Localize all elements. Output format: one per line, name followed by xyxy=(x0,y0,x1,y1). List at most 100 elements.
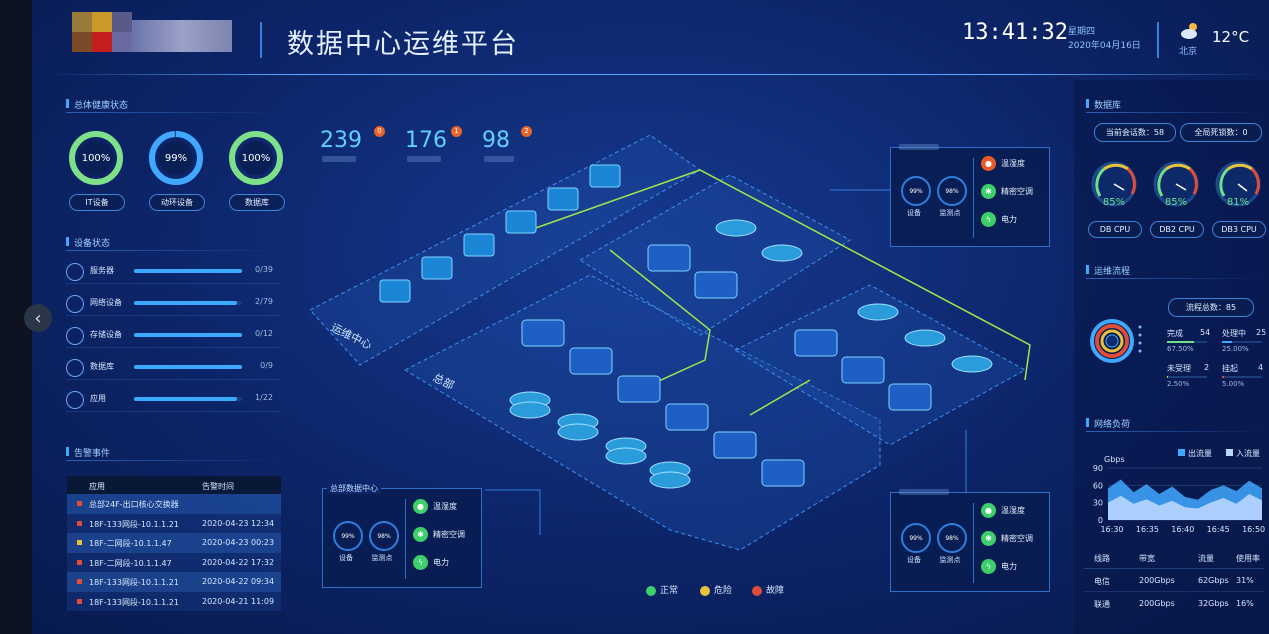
topology-view: 239 0 176 1 98 2 xyxy=(290,90,1074,630)
status-normal-icon xyxy=(646,585,656,596)
table-row[interactable]: 18F-133网段-10.1.1.21 2020-04-23 12:34 xyxy=(67,513,281,533)
table-row[interactable]: 联通 200Gbps 32Gbps 16% xyxy=(1094,599,1254,609)
device-row-apps[interactable]: 应用 1/22 xyxy=(66,388,281,412)
x-tick-label: 16:40 xyxy=(1171,525,1194,534)
legend-normal: 正常 xyxy=(646,583,678,596)
ops-node xyxy=(463,233,495,257)
header: 数据中心运维平台 13:41:32 星期四 2020年04月16日 北京 12°… xyxy=(32,0,1269,78)
switch-node xyxy=(761,459,805,487)
ops-node xyxy=(421,256,453,280)
ac-node xyxy=(715,219,757,237)
app-icon xyxy=(66,391,84,409)
switch-node xyxy=(888,383,932,411)
page-title: 数据中心运维平台 xyxy=(287,29,519,60)
switch-node xyxy=(841,356,885,384)
site-card-1[interactable]: 99% 98% 设备 监测点 ● 温湿度 ✱ 精密空调 ϟ 电力 xyxy=(890,144,1050,247)
health-ring-db-value: 100% xyxy=(242,153,271,164)
network-table-header: 线路 带宽 流量 使用率 xyxy=(1084,546,1264,569)
clock: 13:41:32 xyxy=(962,20,1068,45)
table-row[interactable]: 18F-二网段-10.1.1.47 2020-04-23 00:23 xyxy=(67,533,281,553)
health-ring-env: 99% xyxy=(149,131,203,185)
ac-node xyxy=(951,355,993,373)
thermometer-icon: ● xyxy=(981,156,996,171)
ops-node xyxy=(505,210,537,234)
temperature: 12°C xyxy=(1212,28,1250,46)
chevron-left-icon: ‹ xyxy=(34,307,42,329)
ops-node xyxy=(547,187,579,211)
cloud-sun-icon xyxy=(1181,23,1197,39)
thermometer-icon: ● xyxy=(981,503,996,518)
x-tick-label: 16:35 xyxy=(1136,525,1159,534)
status-fault-icon xyxy=(752,585,762,596)
ops-node xyxy=(379,279,411,303)
table-row[interactable]: 电信 200Gbps 62Gbps 31% xyxy=(1084,569,1264,592)
table-row[interactable]: 总部24F-出口核心交换器 xyxy=(67,494,281,514)
alarm-dot xyxy=(77,520,82,526)
db3-cpu-value: 81% xyxy=(1226,197,1250,208)
health-label-it: IT设备 xyxy=(69,194,125,211)
network-table: 线路 带宽 流量 使用率 电信 200Gbps 62Gbps 31% 联通 20… xyxy=(1084,546,1264,614)
health-ring-it-value: 100% xyxy=(82,153,111,164)
db-cpu-gauge xyxy=(1091,161,1137,207)
network-icon xyxy=(66,295,84,313)
chart-unit: Gbps xyxy=(1104,455,1125,464)
db-cpu-value: 85% xyxy=(1102,197,1126,208)
y-tick-label: 0 xyxy=(1098,516,1103,525)
sessions-pill: 当前会话数：58 xyxy=(1094,123,1176,142)
power-icon: ϟ xyxy=(981,559,996,574)
thermometer-icon: ● xyxy=(413,499,428,514)
switch-node xyxy=(569,347,613,375)
legend-fault: 故障 xyxy=(752,583,784,596)
power-icon: ϟ xyxy=(413,555,428,570)
status-danger-icon xyxy=(700,585,710,596)
switch-node xyxy=(617,375,661,403)
alarm-table-header: 应用 告警时间 xyxy=(67,476,281,494)
db2-cpu-gauge xyxy=(1153,161,1199,207)
table-row[interactable]: 18F-133网段-10.1.1.21 2020-04-21 11:09 xyxy=(67,591,281,611)
device-row-network[interactable]: 网络设备 2/79 xyxy=(66,292,281,316)
stat-value-2: 176 xyxy=(405,128,447,153)
stat-badge-3: 2 xyxy=(521,126,532,137)
header-line xyxy=(46,74,1268,75)
site-card-3[interactable]: 99% 98% 设备 监测点 ● 温湿度 ✱ 精密空调 ϟ 电力 xyxy=(890,489,1050,592)
db3-cpu-label: DB3 CPU xyxy=(1212,221,1266,238)
prev-page-button[interactable]: ‹ xyxy=(24,304,52,332)
table-row[interactable]: 18F-133网段-10.1.1.21 2020-04-22 09:34 xyxy=(67,572,281,592)
device-row-servers[interactable]: 服务器 0/39 xyxy=(66,260,281,284)
legend-in: 入流量 xyxy=(1226,448,1260,459)
site-card-2[interactable]: 总部数据中心 99% 98% 设备 监测点 ● 温湿度 ✱ 精密空调 ϟ 电力 xyxy=(322,483,482,588)
topology-map: 运维中心 总部 xyxy=(309,134,1031,551)
site-card-2-title: 总部数据中心 xyxy=(327,483,381,494)
ops-node xyxy=(589,164,621,188)
y-tick-label: 90 xyxy=(1093,464,1103,473)
device-row-database[interactable]: 数据库 0/9 xyxy=(66,356,281,380)
legend-out: 出流量 xyxy=(1178,448,1212,459)
health-ring-db: 100% xyxy=(229,131,283,185)
alarm-dot xyxy=(77,501,82,506)
fan-icon: ✱ xyxy=(981,531,996,546)
legend-in-swatch xyxy=(1226,449,1233,456)
alarm-table: 应用 告警时间 总部24F-出口核心交换器 18F-133网段-10.1.1.2… xyxy=(67,476,281,611)
x-tick-label: 16:50 xyxy=(1242,525,1265,534)
alarm-dot xyxy=(77,540,82,545)
flow-title: 运维流程 xyxy=(1086,264,1130,277)
table-row[interactable]: 18F-二网段-10.1.1.47 2020-04-22 17:32 xyxy=(67,552,281,572)
legend-out-swatch xyxy=(1178,449,1185,456)
db-title: 数据库 xyxy=(1086,98,1121,111)
switch-node xyxy=(521,319,565,347)
stat-value-1: 239 xyxy=(320,128,362,153)
switch-node xyxy=(665,403,709,431)
stat-value-3: 98 xyxy=(482,128,510,153)
alarm-dot xyxy=(77,559,82,565)
health-ring-it: 100% xyxy=(69,131,123,185)
flow-ring-chart xyxy=(1090,319,1142,363)
alarm-dot xyxy=(77,598,82,604)
device-row-storage[interactable]: 存储设备 0/12 xyxy=(66,324,281,348)
switch-node xyxy=(647,244,691,272)
y-tick-label: 60 xyxy=(1093,481,1103,490)
db3-cpu-gauge xyxy=(1215,161,1261,207)
stat-badge-2: 1 xyxy=(451,126,462,137)
y-tick-label: 30 xyxy=(1093,499,1103,508)
logo xyxy=(72,12,232,62)
